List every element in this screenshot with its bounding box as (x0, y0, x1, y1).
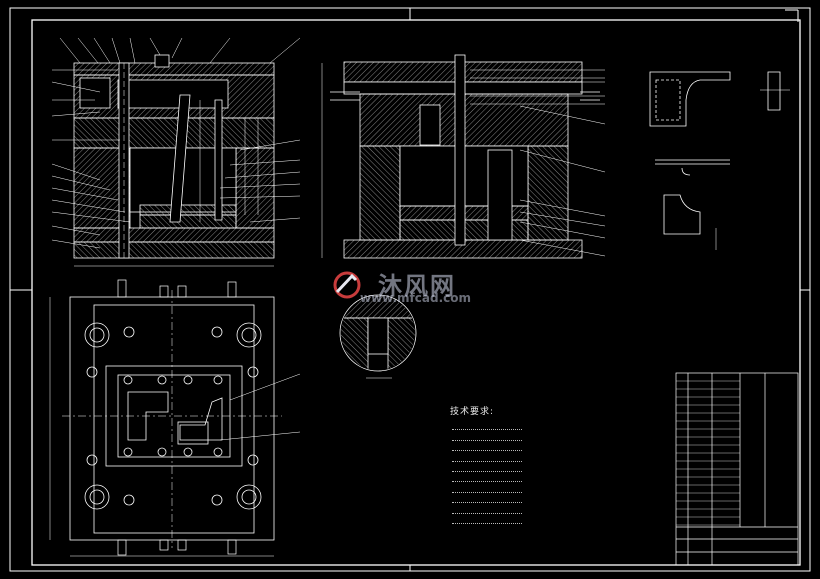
technical-requirements-list (452, 420, 522, 524)
side-view-leaders (500, 81, 606, 257)
side-section-view (330, 54, 605, 259)
plan-view (49, 290, 301, 557)
drawing-border (9, 7, 811, 572)
watermark-name: 沐风网 (378, 272, 456, 300)
watermark-logo (333, 271, 361, 299)
requirement-line (452, 462, 522, 472)
requirement-line (452, 514, 522, 524)
requirement-line (452, 441, 522, 452)
title-block-rows (676, 380, 740, 526)
requirement-line (452, 482, 522, 493)
hoses-plan (117, 279, 237, 556)
part-detail (649, 71, 790, 250)
technical-requirements-title: 技术要求: (450, 407, 495, 417)
requirement-line (452, 472, 522, 483)
front-view-leaders (51, 37, 301, 249)
watermark-url: www.mfcad.com (360, 291, 471, 305)
requirement-line (452, 451, 522, 462)
requirement-line (452, 503, 522, 514)
requirement-line (452, 493, 522, 504)
detail-view (339, 294, 417, 379)
front-section-view (73, 54, 323, 267)
requirement-line (452, 420, 522, 431)
requirement-line (452, 430, 522, 441)
